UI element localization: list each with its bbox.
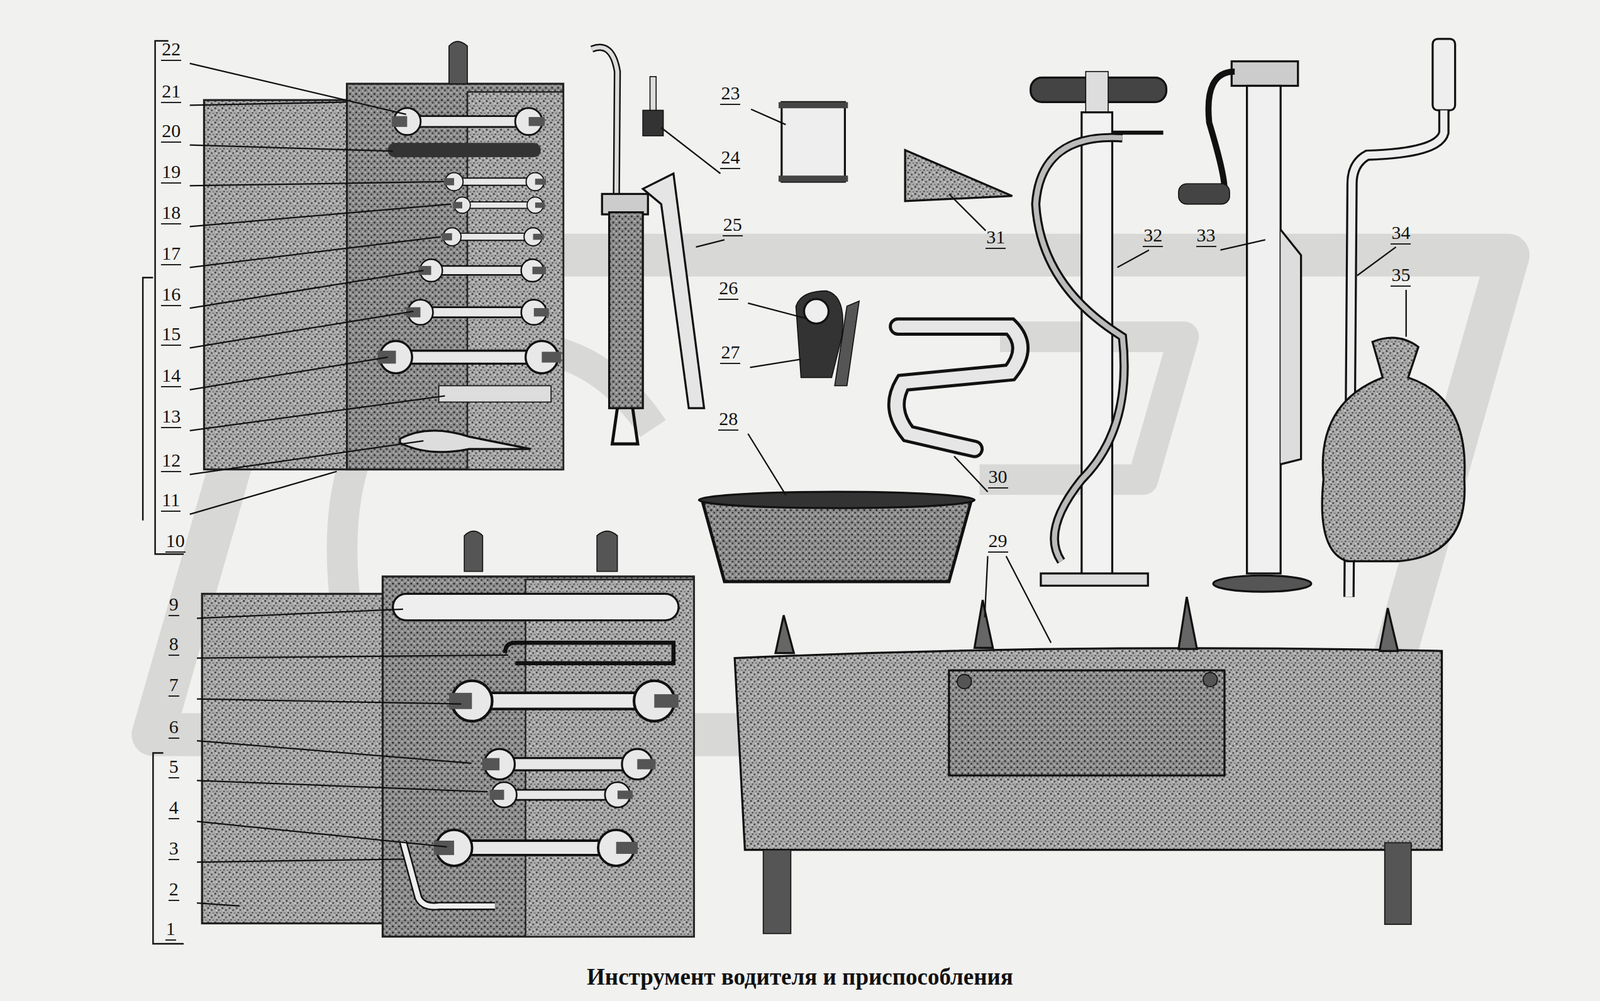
callout-number: 33 [1196,225,1217,248]
callout-number: 13 [161,406,182,429]
callout-number: 12 [161,450,182,473]
callout-number: 15 [161,324,182,346]
callout-number: 27 [720,342,741,365]
callout-number: 29 [988,531,1009,553]
callout-number: 11 [161,490,181,512]
callout-number: 4 [168,798,180,820]
callout-number: 18 [161,203,182,225]
caption: Инструмент водителя и приспособления [0,963,1600,991]
callout-number: 21 [161,81,182,104]
callout-number: 25 [722,215,743,237]
callout-number: 26 [718,278,739,300]
callout-number: 31 [985,227,1006,250]
callout-number: 35 [1390,265,1411,287]
callout-number: 3 [168,838,180,861]
callout-number: 9 [168,594,180,617]
callout-number: 17 [161,244,182,266]
callout-number: 23 [720,83,741,106]
callout-number: 30 [988,467,1009,489]
callout-number: 16 [161,284,182,307]
callout-number: 8 [168,634,180,656]
callout-number: 14 [161,366,182,388]
callout-number: 22 [161,39,182,62]
callout-number: 2 [168,879,180,902]
callout-number: 1 [165,919,177,941]
callout-number: 19 [161,162,182,184]
callout-number: 20 [161,121,182,143]
callout-number: 10 [165,531,186,553]
callout-number: 6 [168,717,180,739]
callout-number: 32 [1142,225,1163,248]
callout-number: 34 [1390,223,1411,245]
callout-number: 7 [168,675,180,697]
callout-number: 24 [720,147,741,170]
callout-number: 28 [718,409,739,431]
callout-number: 5 [168,757,180,779]
